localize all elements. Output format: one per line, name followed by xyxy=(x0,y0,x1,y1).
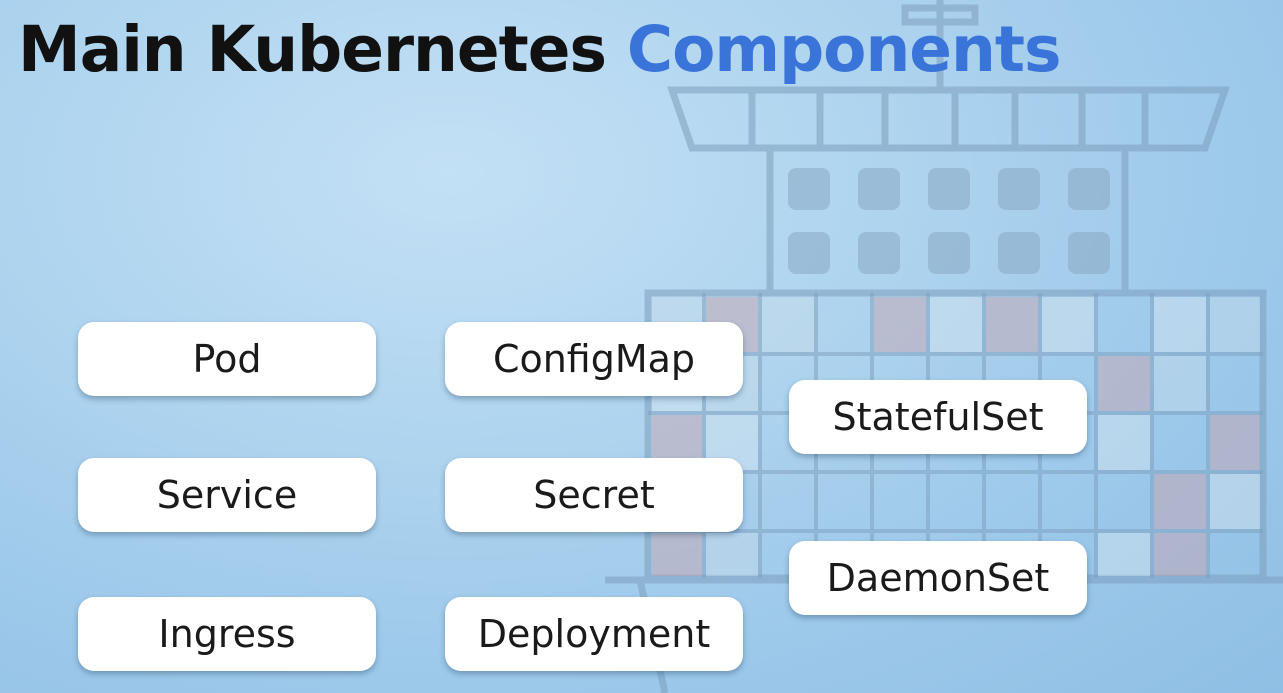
component-chip-deployment[interactable]: Deployment xyxy=(445,597,743,671)
component-chip-secret[interactable]: Secret xyxy=(445,458,743,532)
component-chip-configmap[interactable]: ConfigMap xyxy=(445,322,743,396)
component-chip-service[interactable]: Service xyxy=(78,458,376,532)
component-chip-pod[interactable]: Pod xyxy=(78,322,376,396)
component-chip-ingress[interactable]: Ingress xyxy=(78,597,376,671)
component-chip-daemonset[interactable]: DaemonSet xyxy=(789,541,1087,615)
title-accent: Components xyxy=(626,13,1062,86)
page-title: Main Kubernetes Components xyxy=(18,10,1061,90)
title-main: Main Kubernetes xyxy=(18,13,607,86)
component-chip-statefulset[interactable]: StatefulSet xyxy=(789,380,1087,454)
